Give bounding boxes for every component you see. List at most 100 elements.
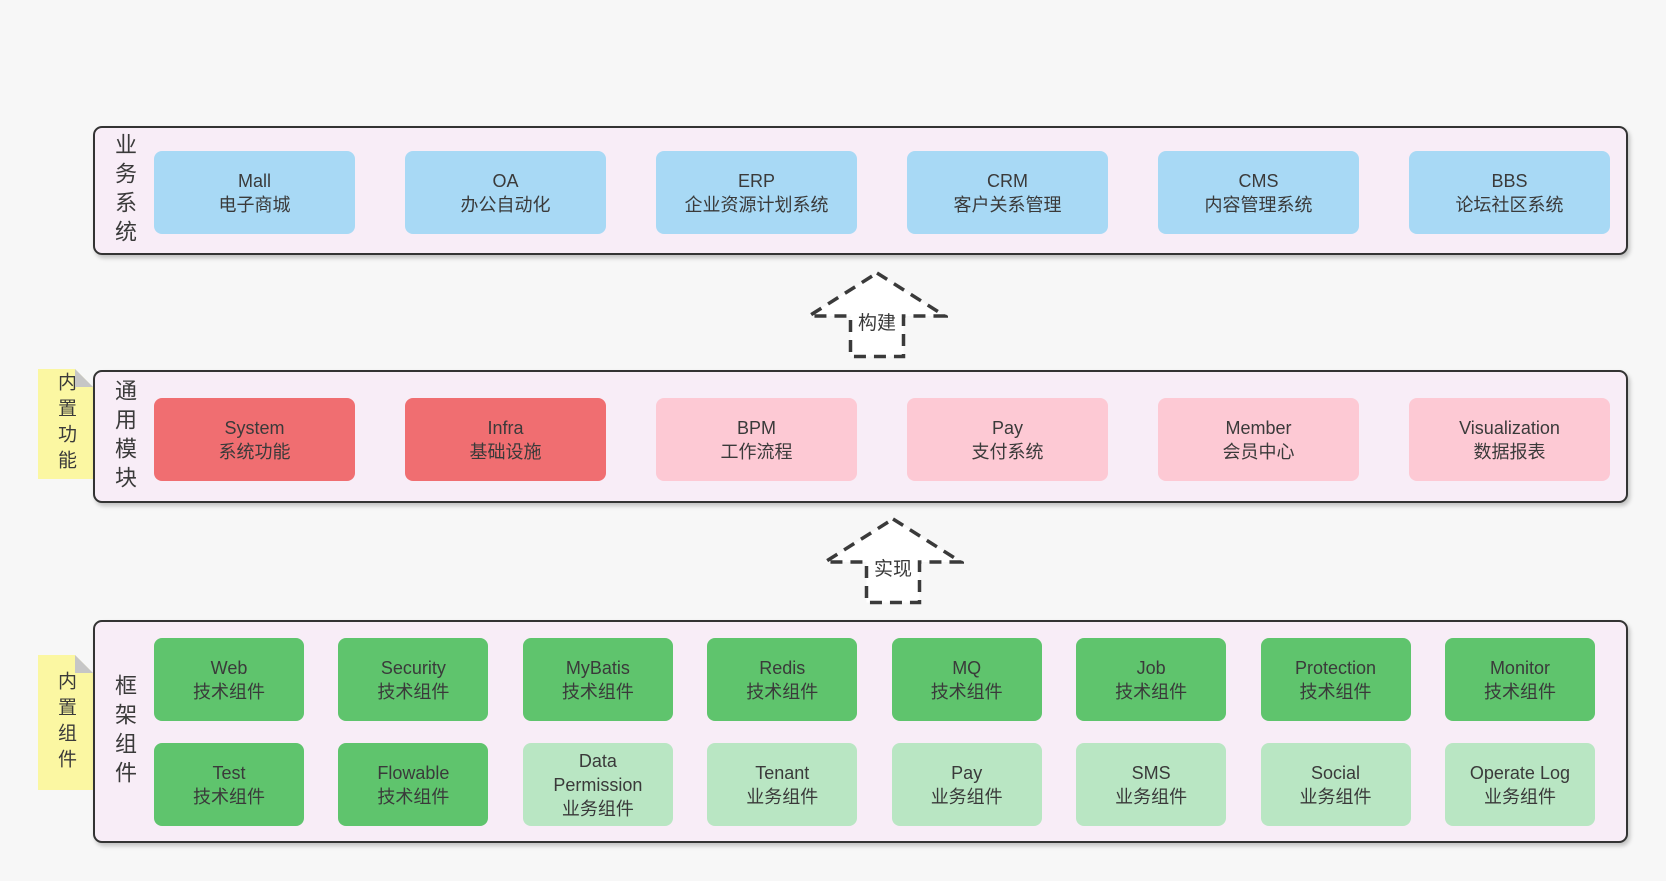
- box-title: OA: [492, 170, 519, 191]
- box-security: Security 技术组件: [338, 638, 489, 721]
- box-protection: Protection 技术组件: [1260, 638, 1411, 721]
- arrow-label: 构建: [855, 313, 899, 334]
- sticky-note-builtin-components: 内置组件: [38, 655, 93, 790]
- box-mall: Mall 电子商城: [154, 151, 355, 234]
- box-web: Web 技术组件: [154, 638, 304, 721]
- box-title: Flowable: [377, 762, 450, 783]
- box-title: Mall: [237, 170, 271, 191]
- box-job: Job 技术组件: [1076, 638, 1227, 721]
- box-title: Pay: [951, 762, 983, 783]
- box-title: System: [224, 417, 285, 438]
- box-subtitle: 业务组件: [930, 786, 1003, 807]
- box-redis: Redis 技术组件: [707, 638, 858, 721]
- box-title: Data Permission: [553, 750, 643, 795]
- box-visualization: Visualization 数据报表: [1409, 398, 1610, 481]
- box-bbs: BBS 论坛社区系统: [1409, 151, 1610, 234]
- box-oa: OA 办公自动化: [405, 151, 606, 234]
- box-title: Operate Log: [1469, 762, 1570, 783]
- box-subtitle: 业务组件: [1299, 786, 1372, 807]
- box-title: Web: [210, 657, 248, 678]
- box-data-permission: Data Permission 业务组件: [522, 743, 673, 826]
- box-title: ERP: [737, 170, 775, 191]
- box-title: Job: [1136, 657, 1166, 678]
- box-subtitle: 技术组件: [193, 786, 265, 807]
- box-title: BBS: [1491, 170, 1528, 191]
- section-label-vertical: 框架组件: [112, 673, 137, 790]
- box-system: System 系统功能: [154, 398, 355, 481]
- box-title: Member: [1225, 417, 1292, 438]
- box-title: Monitor: [1489, 657, 1550, 678]
- box-title: Security: [380, 657, 446, 678]
- box-subtitle: 技术组件: [930, 681, 1003, 702]
- box-erp: ERP 企业资源计划系统: [656, 151, 857, 234]
- box-title: MQ: [952, 657, 982, 678]
- box-tenant: Tenant 业务组件: [707, 743, 858, 826]
- box-title: Infra: [487, 417, 524, 438]
- arrow-up-implement: 实现: [822, 516, 964, 606]
- section-label-vertical: 通用模块: [112, 378, 137, 495]
- box-bpm: BPM 工作流程: [656, 398, 857, 481]
- box-subtitle: 客户关系管理: [953, 194, 1062, 215]
- box-subtitle: 技术组件: [561, 681, 634, 702]
- box-row: Mall 电子商城 OA 办公自动化 ERP 企业资源计划系统 CRM 客户关系管理 CMS 内容…: [154, 151, 1610, 234]
- box-flowable: Flowable 技术组件: [338, 743, 489, 826]
- box-social: Social 业务组件: [1260, 743, 1411, 826]
- box-subtitle: 业务组件: [561, 798, 634, 819]
- box-title: Visualization: [1459, 417, 1560, 438]
- box-subtitle: 办公自动化: [460, 194, 551, 215]
- sticky-label: 内置组件: [55, 670, 76, 775]
- box-subtitle: 电子商城: [218, 194, 291, 215]
- box-title: Redis: [759, 657, 806, 678]
- box-crm: CRM 客户关系管理: [907, 151, 1108, 234]
- box-subtitle: 技术组件: [193, 681, 265, 702]
- box-title: SMS: [1131, 762, 1171, 783]
- box-title: CRM: [987, 170, 1028, 191]
- box-subtitle: 企业资源计划系统: [684, 194, 829, 215]
- box-subtitle: 支付系统: [971, 441, 1044, 462]
- box-subtitle: 技术组件: [1483, 681, 1556, 702]
- box-sms: SMS 业务组件: [1076, 743, 1227, 826]
- arrow-up-build: 构建: [806, 270, 948, 360]
- section-business-systems: 业务系统 Mall 电子商城 OA 办公自动化 ERP 企业资源计划系统 CRM 客户关系管理…: [93, 126, 1628, 255]
- sticky-label: 内置功能: [55, 372, 76, 476]
- arrow-label: 实现: [871, 559, 915, 580]
- box-infra: Infra 基础设施: [405, 398, 606, 481]
- box-title: Tenant: [755, 762, 810, 783]
- box-subtitle: 技术组件: [377, 786, 450, 807]
- box-subtitle: 技术组件: [377, 681, 450, 702]
- section-label-vertical: 业务系统: [112, 132, 137, 249]
- box-title: Pay: [991, 417, 1024, 438]
- box-monitor: Monitor 技术组件: [1444, 638, 1595, 721]
- box-pay: Pay 支付系统: [907, 398, 1108, 481]
- sticky-note-builtin-features: 内置功能: [38, 369, 93, 479]
- box-subtitle: 内容管理系统: [1204, 194, 1313, 215]
- box-cms: CMS 内容管理系统: [1158, 151, 1359, 234]
- box-mq: MQ 技术组件: [891, 638, 1042, 721]
- box-pay: Pay 业务组件: [891, 743, 1042, 826]
- box-subtitle: 论坛社区系统: [1455, 194, 1564, 215]
- section-common-modules: 通用模块 System 系统功能 Infra 基础设施 BPM 工作流程 Pay 支付系统 Me…: [93, 370, 1628, 503]
- box-title: CMS: [1238, 170, 1279, 191]
- box-subtitle: 技术组件: [746, 681, 819, 702]
- box-subtitle: 业务组件: [1483, 786, 1556, 807]
- box-operate-log: Operate Log 业务组件: [1444, 743, 1595, 826]
- box-subtitle: 基础设施: [469, 441, 542, 462]
- box-subtitle: 工作流程: [720, 441, 793, 462]
- box-subtitle: 数据报表: [1473, 441, 1546, 462]
- box-title: Social: [1311, 762, 1361, 783]
- box-subtitle: 系统功能: [218, 441, 291, 462]
- box-subtitle: 技术组件: [1115, 681, 1188, 702]
- box-title: Protection: [1295, 657, 1377, 678]
- box-subtitle: 业务组件: [746, 786, 819, 807]
- box-subtitle: 业务组件: [1115, 786, 1188, 807]
- box-title: BPM: [736, 417, 776, 438]
- box-subtitle: 技术组件: [1299, 681, 1372, 702]
